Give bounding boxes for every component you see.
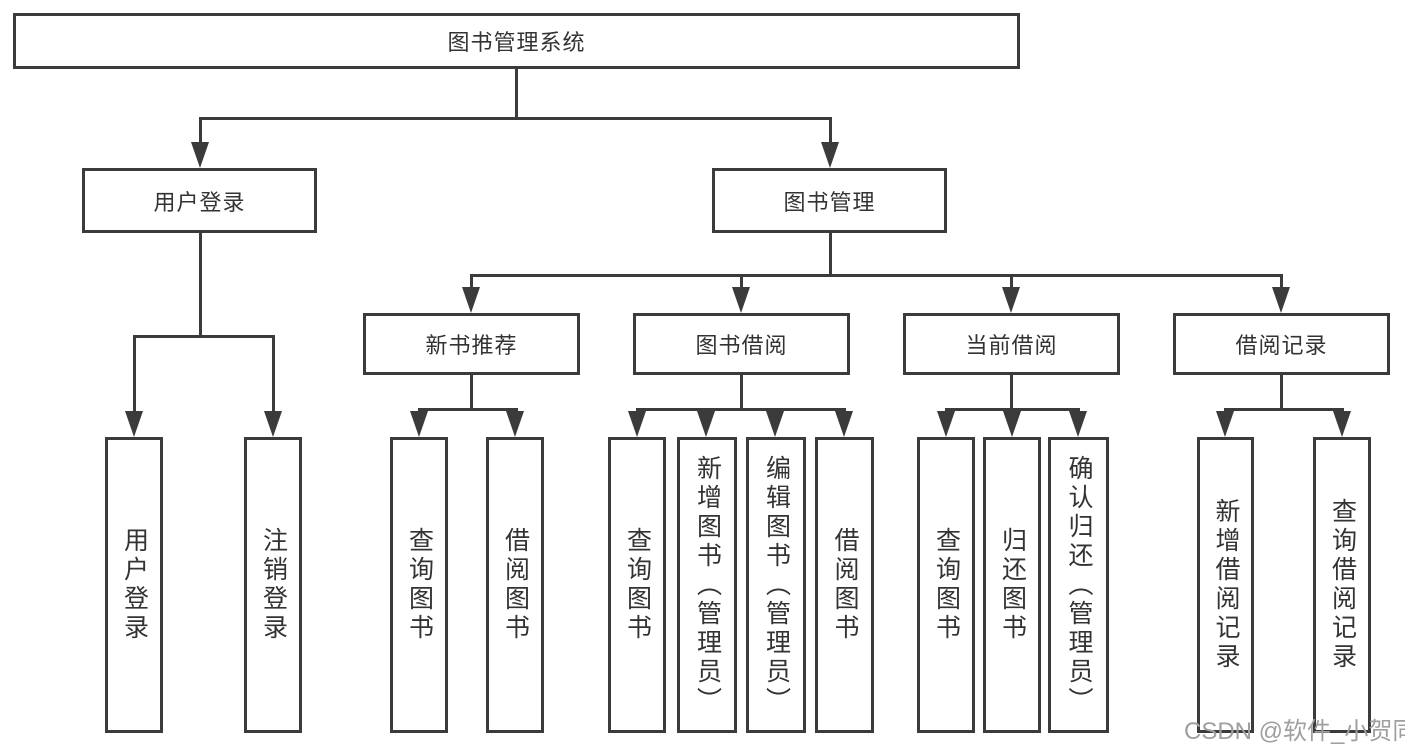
connector-root-stem (515, 68, 518, 120)
connector-group-rail (636, 408, 846, 411)
leaf-label: 借阅图书 (831, 527, 859, 643)
leaf-borrow-books-recommend: 借阅图书 (486, 437, 544, 733)
leaf-confirm-return-admin: 确认归还（管理员） (1048, 437, 1109, 733)
connector-group-stem (1010, 375, 1013, 411)
arrowhead-leaf (1333, 411, 1351, 437)
leaf-borrow-books: 借阅图书 (815, 437, 874, 733)
leaf-label: 新增图书（管理员） (693, 454, 722, 716)
node-new-book-recommend: 新书推荐 (363, 313, 580, 375)
connector-leaf-drop (272, 335, 275, 415)
csdn-watermark: CSDN @软件_小贺同学 (1184, 718, 1405, 745)
connector-level3-drop (1010, 274, 1013, 290)
connector-book-mgmt-drop (829, 117, 832, 147)
arrowhead-leaf (628, 411, 646, 437)
arrowhead-borrow-records (1272, 287, 1290, 313)
node-new-book-recommend-label: 新书推荐 (425, 333, 518, 358)
leaf-user-login: 用户登录 (105, 437, 163, 733)
leaf-query-books-recommend: 查询图书 (390, 437, 448, 733)
node-user-login-label: 用户登录 (153, 189, 246, 215)
node-current-borrow-label: 当前借阅 (965, 333, 1058, 358)
leaf-label: 注销登录 (259, 527, 288, 643)
arrowhead-leaf (937, 411, 955, 437)
connector-group-stem (470, 375, 473, 411)
node-book-borrow-label: 图书借阅 (695, 333, 788, 358)
connector-group-rail (1224, 408, 1344, 411)
arrowhead-leaf (1003, 411, 1021, 437)
leaf-add-book-admin: 新增图书（管理员） (677, 437, 737, 733)
connector-group-stem (740, 375, 743, 411)
arrowhead-book-mgmt (821, 142, 839, 168)
node-current-borrow: 当前借阅 (903, 313, 1120, 375)
arrowhead-leaf (835, 411, 853, 437)
arrowhead-user-login (191, 142, 209, 168)
arrowhead-leaf (506, 411, 524, 437)
connector-user-login-rail (133, 335, 275, 338)
leaf-label: 编辑图书（管理员） (762, 454, 791, 716)
arrowhead-new-book (462, 287, 480, 313)
connector-level3-drop (470, 274, 473, 290)
leaf-add-borrow-record: 新增借阅记录 (1197, 437, 1254, 733)
connector-level3-drop (740, 274, 743, 290)
arrowhead-leaf (1216, 411, 1234, 437)
connector-level3-drop (1280, 274, 1283, 290)
leaf-label: 查询图书 (405, 527, 434, 643)
leaf-label: 新增借阅记录 (1212, 498, 1240, 672)
node-book-management-label: 图书管理 (783, 189, 876, 215)
arrowhead-current-borrow (1002, 287, 1020, 313)
connector-book-mgmt-stem (829, 233, 832, 276)
arrowhead-leaf (1069, 411, 1087, 437)
connector-group-rail (418, 408, 518, 411)
arrowhead-leaf (264, 411, 282, 437)
connector-group-stem (1280, 375, 1283, 411)
node-book-borrow: 图书借阅 (633, 313, 850, 375)
arrowhead-leaf (410, 411, 428, 437)
leaf-query-borrow-record: 查询借阅记录 (1313, 437, 1371, 733)
node-borrow-records: 借阅记录 (1173, 313, 1390, 375)
leaf-label: 确认归还（管理员） (1065, 454, 1093, 716)
connector-level3-rail (470, 274, 1283, 277)
leaf-label: 查询图书 (623, 527, 652, 643)
leaf-query-books-current: 查询图书 (917, 437, 975, 733)
arrowhead-leaf (697, 411, 715, 437)
arrowhead-leaf (125, 411, 143, 437)
connector-user-login-stem (199, 233, 202, 337)
leaf-label: 用户登录 (120, 527, 149, 643)
leaf-label: 借阅图书 (501, 527, 530, 643)
leaf-return-book: 归还图书 (983, 437, 1041, 733)
leaf-label: 归还图书 (998, 527, 1027, 643)
node-root: 图书管理系统 (13, 13, 1020, 69)
node-borrow-records-label: 借阅记录 (1235, 333, 1328, 358)
connector-group-rail (945, 408, 1080, 411)
leaf-label: 查询借阅记录 (1328, 498, 1357, 672)
arrowhead-book-borrow (732, 287, 750, 313)
leaf-label: 查询图书 (932, 527, 961, 643)
leaf-query-books-borrow: 查询图书 (608, 437, 666, 733)
node-user-login: 用户登录 (82, 168, 317, 233)
node-root-label: 图书管理系统 (447, 30, 586, 55)
leaf-edit-book-admin: 编辑图书（管理员） (746, 437, 806, 733)
node-book-management: 图书管理 (712, 168, 947, 233)
arrowhead-leaf (766, 411, 784, 437)
connector-level2-rail (199, 117, 832, 120)
connector-leaf-drop (133, 335, 136, 415)
connector-user-login-drop (199, 117, 202, 147)
leaf-logout: 注销登录 (244, 437, 302, 733)
